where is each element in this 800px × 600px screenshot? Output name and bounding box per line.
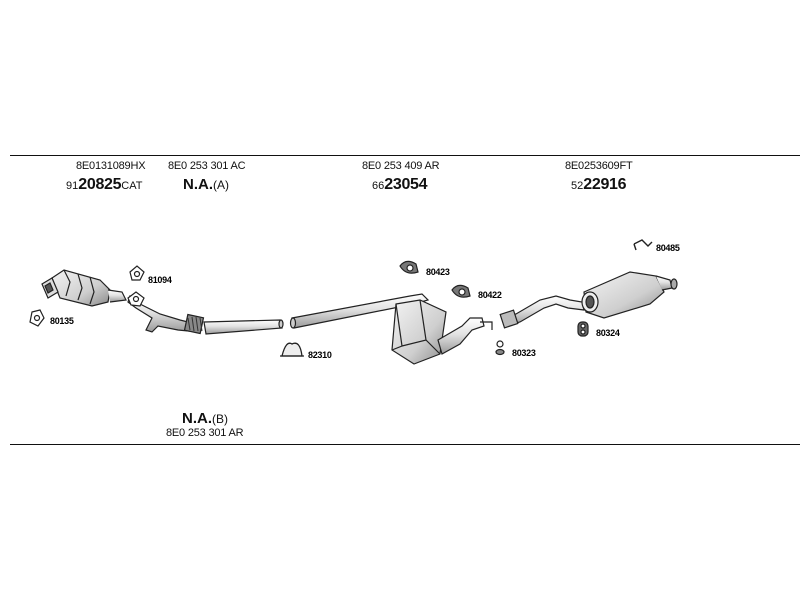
part-number-suffix: CAT bbox=[121, 180, 143, 192]
rear-silencer bbox=[499, 271, 678, 329]
middle-pipe bbox=[289, 293, 430, 329]
bracket-80485-part bbox=[633, 239, 653, 251]
callout-label: 80135 bbox=[50, 316, 74, 326]
part-number-main: 22916 bbox=[583, 176, 627, 193]
clamp-82310-part bbox=[280, 342, 304, 357]
callout-label: 82310 bbox=[308, 350, 332, 360]
part-number: 6623054 bbox=[372, 176, 428, 193]
top-divider-line bbox=[10, 155, 800, 156]
na-text: N.A. bbox=[182, 410, 212, 427]
centre-silencer bbox=[391, 299, 493, 365]
bottom-divider-line bbox=[10, 444, 800, 445]
not-available-label: N.A.(B) bbox=[182, 411, 228, 427]
oe-number-label: 8E0 253 301 AC bbox=[168, 160, 246, 172]
part-number-main: 20825 bbox=[78, 176, 122, 193]
part-number: 5222916 bbox=[571, 176, 627, 193]
part-number-prefix: 66 bbox=[372, 180, 385, 192]
callout-label: 80423 bbox=[426, 267, 450, 277]
oe-number-label: 8E0 253 409 AR bbox=[362, 160, 440, 172]
front-pipe bbox=[127, 294, 284, 335]
callout-label: 80323 bbox=[512, 348, 536, 358]
part-number-prefix: 52 bbox=[571, 180, 584, 192]
oe-number-label: 8E0 253 301 AR bbox=[166, 427, 244, 439]
callout-label: 80485 bbox=[656, 243, 680, 253]
gasket-81094b-part bbox=[127, 291, 145, 307]
not-available-label: N.A.(A) bbox=[183, 177, 229, 193]
gasket-81094-part bbox=[129, 265, 145, 281]
oe-number-label: 8E0131089HX bbox=[76, 160, 146, 172]
bracket-80323-part bbox=[495, 340, 505, 356]
part-number-main: 23054 bbox=[384, 176, 428, 193]
hanger-80422-part bbox=[451, 284, 471, 298]
part-number: 9120825CAT bbox=[66, 177, 142, 193]
na-text: N.A. bbox=[183, 176, 213, 193]
hanger-80324-part bbox=[577, 321, 589, 337]
gasket-80135-part bbox=[29, 309, 45, 327]
oe-number-label: 8E0253609FT bbox=[565, 160, 633, 172]
na-variant: (B) bbox=[212, 412, 228, 426]
catalytic-converter bbox=[41, 269, 127, 307]
hanger-80423-part bbox=[399, 260, 419, 274]
na-variant: (A) bbox=[213, 178, 229, 192]
callout-label: 81094 bbox=[148, 275, 172, 285]
part-number-prefix: 91 bbox=[66, 180, 79, 192]
callout-label: 80324 bbox=[596, 328, 620, 338]
callout-label: 80422 bbox=[478, 290, 502, 300]
